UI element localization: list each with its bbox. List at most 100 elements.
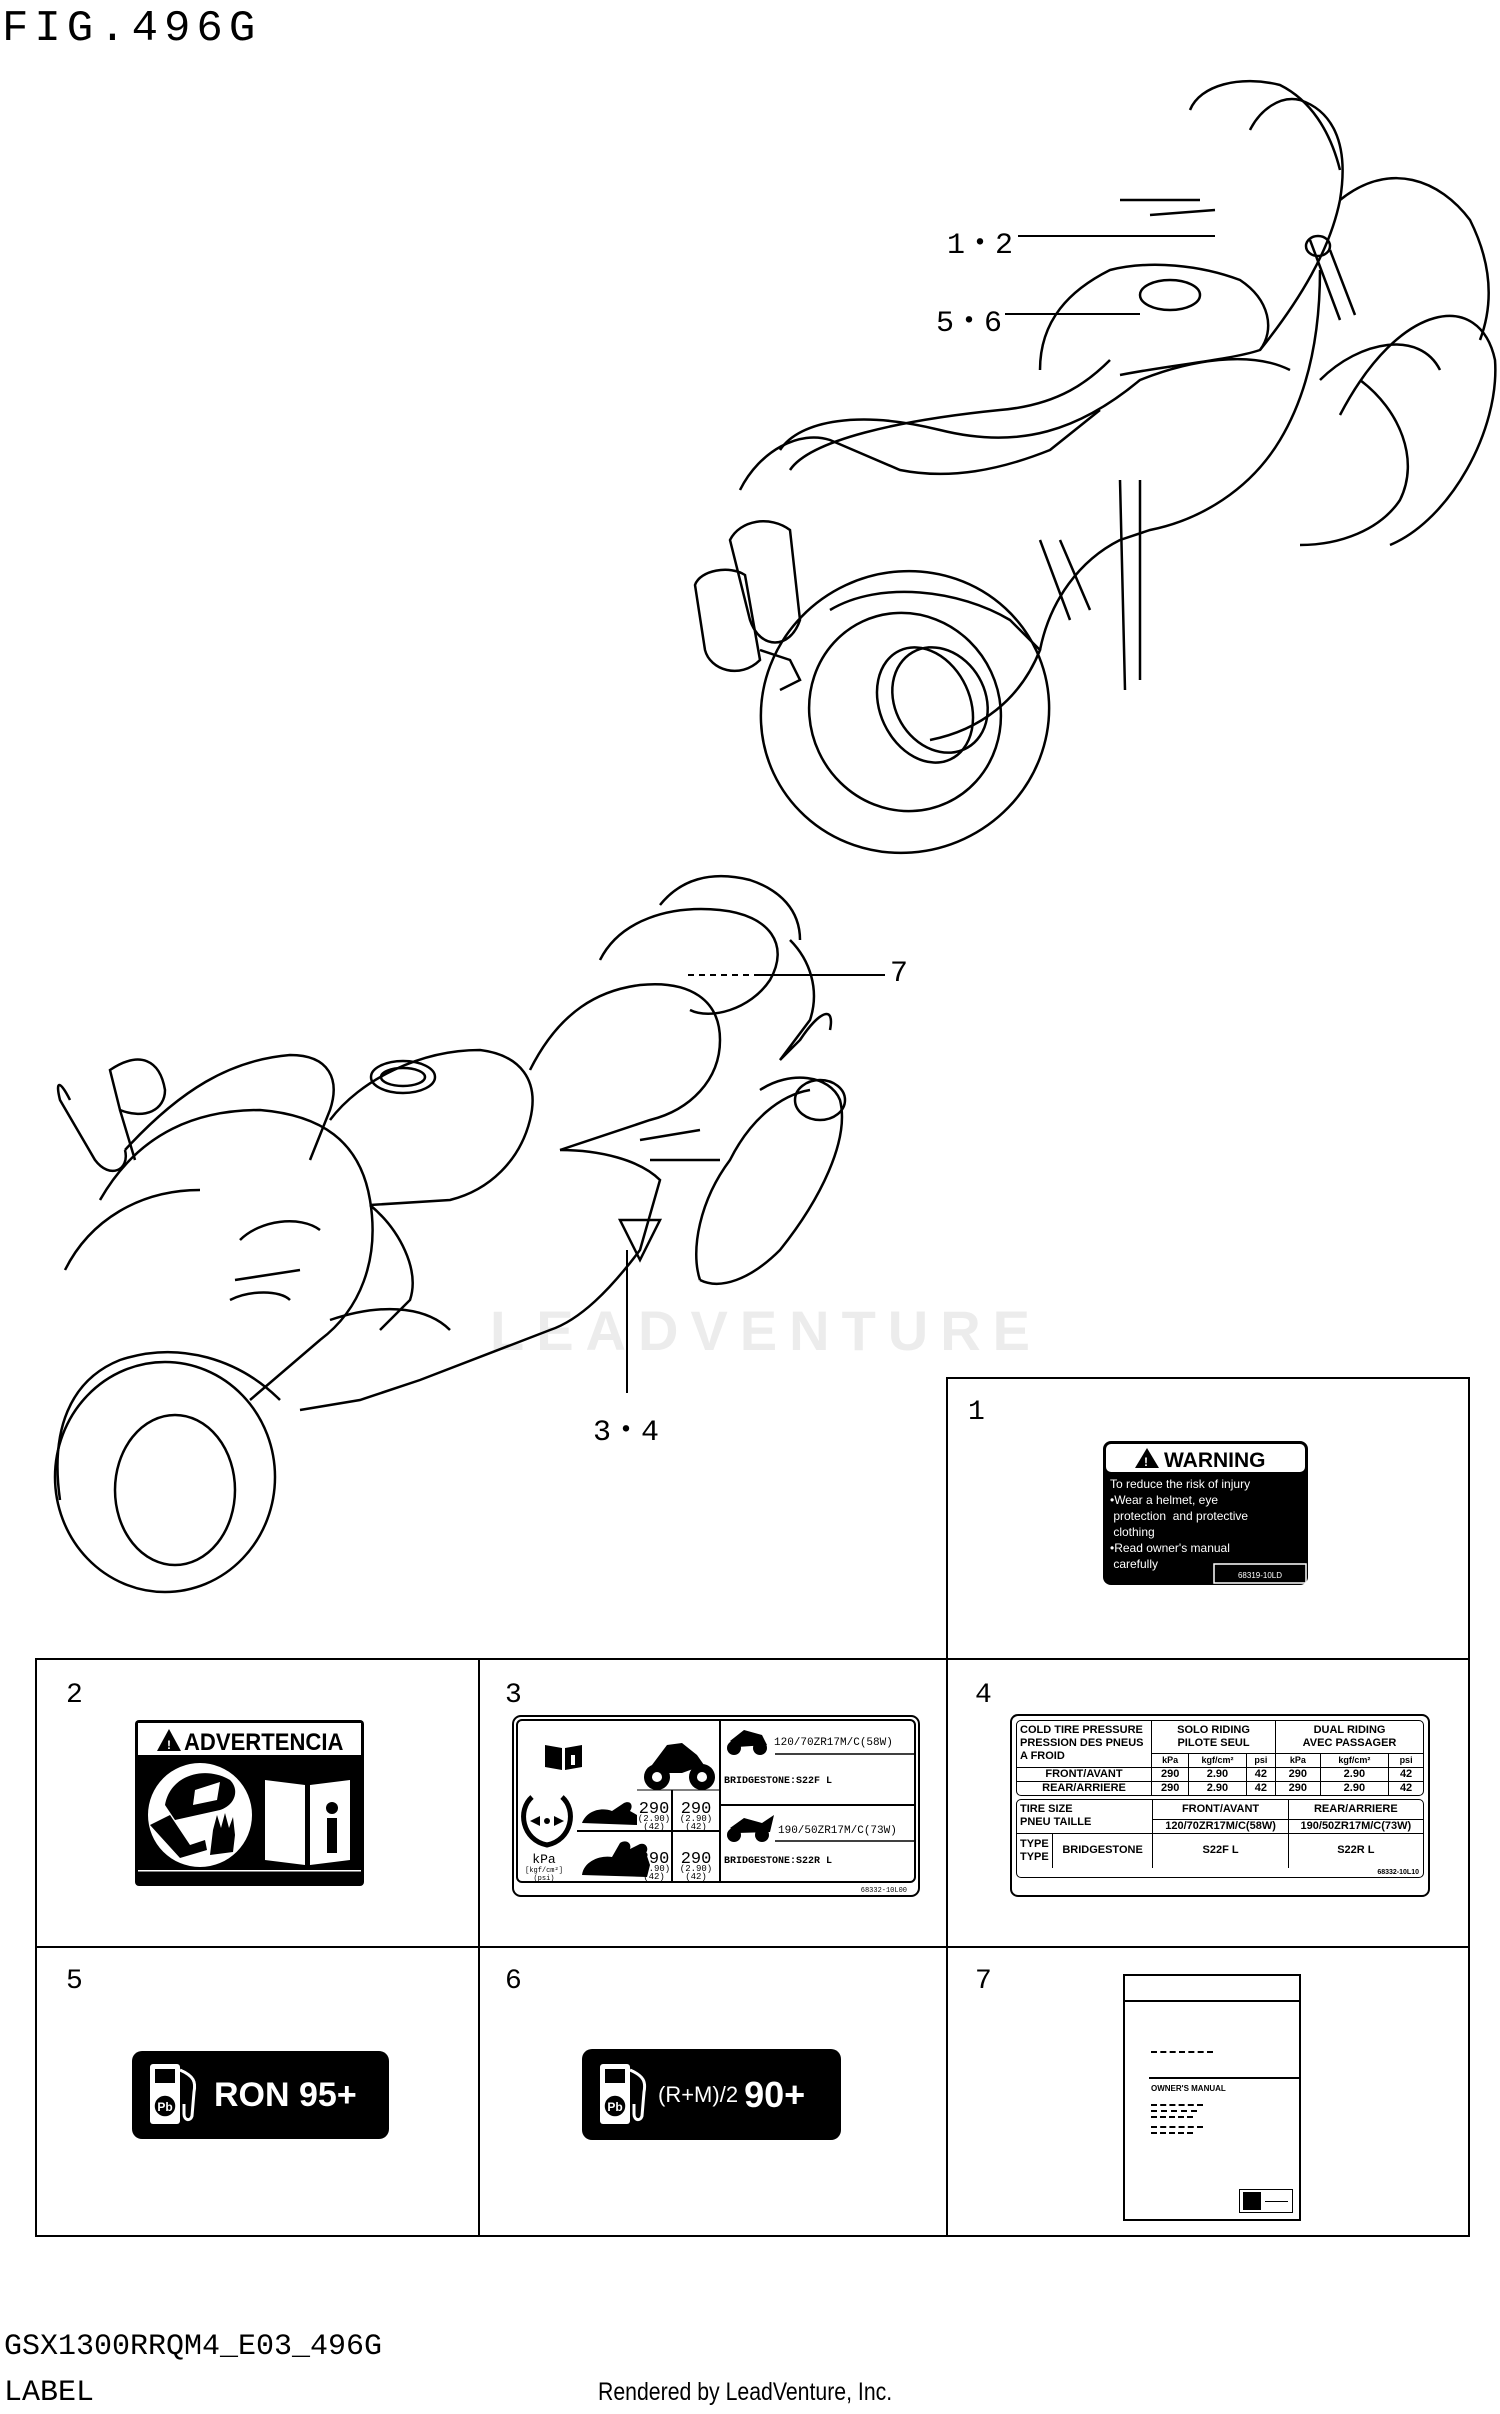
tire-label-code: 68332-10L00	[861, 1887, 907, 1895]
dual-rear-kpa: 290	[681, 1850, 712, 1869]
warning-triangle-icon	[1135, 1448, 1159, 1468]
dual-rider-icon	[582, 1841, 650, 1877]
watermark: LEADVENTURE	[490, 1299, 1043, 1362]
manual-book-icon	[545, 1745, 582, 1770]
size-label: PNEU TAILLE	[1020, 1816, 1092, 1829]
cell-number: 5	[66, 1966, 83, 1997]
value: 290	[1150, 1766, 1190, 1782]
fuel-octane-prefix: (R+M)/2	[658, 2081, 739, 2107]
solo-front-kpa: 290	[639, 1800, 670, 1819]
svg-text:Pb: Pb	[607, 2100, 622, 2114]
callout-3-4: 3・4	[593, 1416, 660, 1450]
unit-header: psi	[1245, 1752, 1277, 1768]
value: 290	[1150, 1780, 1190, 1795]
unit-header: kPa	[1150, 1752, 1190, 1768]
warning-line: protection and protective	[1110, 1509, 1248, 1523]
unit-kpa: kPa	[532, 1852, 556, 1867]
warning-label: ! WARNING To reduce the risk of injury •…	[1103, 1441, 1308, 1585]
footer-diagram-code: GSX1300RRQM4_E03_496G	[4, 2330, 383, 2364]
solo-rear-psi: (42)	[685, 1822, 707, 1832]
front-bike-icon	[727, 1730, 767, 1755]
front-heading: FRONT/AVANT	[1152, 1799, 1289, 1820]
front-tire-size: 120/70ZR17M/C(58W)	[774, 1737, 893, 1749]
value: 2.90	[1188, 1766, 1247, 1782]
owners-manual-title: OWNER'S MANUAL	[1151, 2084, 1226, 2093]
warning-triangle-icon	[157, 1729, 181, 1751]
brand: BRIDGESTONE	[1051, 1833, 1154, 1868]
unit-header: kPa	[1275, 1752, 1321, 1768]
tire-info-label: 290 (2.90) (42) 290 (2.90) (42) 290 (2.9…	[512, 1715, 920, 1897]
cell-number: 6	[505, 1966, 522, 1997]
svg-text:!: !	[167, 1738, 171, 1752]
warning-line: To reduce the risk of injury	[1110, 1477, 1250, 1491]
label-code: 68332-10L10	[1377, 1868, 1419, 1876]
dual-heading: AVEC PASSAGER	[1302, 1736, 1397, 1749]
value: 290	[1275, 1766, 1321, 1782]
motorcycle-rear-view	[693, 79, 1497, 855]
cell-number: 1	[968, 1397, 985, 1428]
solo-rear-kgf: (2.90)	[680, 1814, 712, 1824]
helmet-gloves-icon	[148, 1763, 252, 1867]
dual-front-kgf: (2.90)	[638, 1864, 670, 1874]
motorcycle-front-view	[53, 874, 847, 1594]
rear-tire-size: 190/50ZR17M/C(73W)	[778, 1825, 897, 1837]
unit-header: kgf/cm²	[1188, 1752, 1247, 1768]
read-manual-icon	[265, 1780, 350, 1865]
footer-credit: Rendered by LeadVenture, Inc.	[598, 2378, 893, 2406]
unit-psi: (psi)	[533, 1875, 554, 1883]
owners-manual-logo-box	[1239, 2189, 1293, 2213]
fuel-ron-text: RON 95+	[214, 2075, 357, 2114]
type-label: TYPE	[1020, 1850, 1049, 1863]
value: 290	[1275, 1780, 1321, 1795]
front-tire-brand: BRIDGESTONE:S22F L	[724, 1776, 832, 1787]
solo-front-kgf: (2.90)	[638, 1814, 670, 1824]
pressure-title: A FROID	[1020, 1750, 1065, 1762]
motorcycle-icon	[644, 1743, 715, 1790]
tire-pressure-icon	[521, 1795, 573, 1848]
solo-heading: PILOTE SEUL	[1177, 1736, 1250, 1749]
value: 42	[1388, 1780, 1423, 1795]
svg-text:Pb: Pb	[157, 2100, 172, 2114]
rear-size: 190/50ZR17M/C(73W)	[1287, 1819, 1423, 1834]
solo-rear-kpa: 290	[681, 1800, 712, 1819]
callout-5-6: 5・6	[936, 307, 1003, 341]
value: 2.90	[1319, 1780, 1390, 1795]
value: 2.90	[1188, 1780, 1247, 1795]
figure-title: FIG.496G	[2, 4, 262, 54]
cell-number: 3	[505, 1680, 522, 1711]
warning-line: •Wear a helmet, eye	[1110, 1493, 1218, 1507]
rear-tire-brand: BRIDGESTONE:S22R L	[724, 1856, 832, 1867]
dual-front-psi: (42)	[643, 1872, 665, 1882]
row-label: FRONT/AVANT	[1017, 1766, 1152, 1782]
callout-1-2: 1・2	[947, 229, 1014, 263]
pressure-title: COLD TIRE PRESSURE	[1020, 1724, 1143, 1736]
solo-rider-icon	[582, 1802, 637, 1825]
unit-kgf: [kgf/cm²]	[525, 1867, 563, 1875]
solo-heading: SOLO RIDING	[1177, 1723, 1250, 1736]
dual-rear-kgf: (2.90)	[680, 1864, 712, 1874]
footer-section-name: LABEL	[4, 2376, 95, 2410]
callout-7: 7	[890, 957, 909, 991]
pressure-title: PRESSION DES PNEUS	[1020, 1737, 1144, 1749]
value: 2.90	[1319, 1766, 1390, 1782]
svg-text:!: !	[1144, 1455, 1148, 1469]
fuel-octane-value: 90+	[744, 2073, 806, 2115]
warning-code: 68319-10LD	[1238, 1571, 1282, 1580]
cell-number: 7	[975, 1966, 992, 1997]
value: 42	[1245, 1780, 1277, 1795]
cold-tire-pressure-label: COLD TIRE PRESSURE PRESSION DES PNEUS A …	[1010, 1714, 1430, 1897]
owners-manual: OWNER'S MANUAL	[1123, 1974, 1301, 2221]
value: 42	[1388, 1766, 1423, 1782]
row-label: REAR/ARRIERE	[1017, 1780, 1152, 1795]
dual-rear-psi: (42)	[685, 1872, 707, 1882]
pressure-row-front: FRONT/AVANT 290 2.90 42 290 2.90 42	[1017, 1766, 1423, 1782]
size-label: TIRE SIZE	[1020, 1803, 1073, 1816]
rear-type: S22R L	[1287, 1833, 1423, 1868]
front-type: S22F L	[1152, 1833, 1289, 1868]
pressure-row-rear: REAR/ARRIERE 290 2.90 42 290 2.90 42	[1017, 1780, 1423, 1795]
dual-front-kpa: 290	[639, 1850, 670, 1869]
fuel-octane-label: Pb (R+M)/2 90+	[582, 2049, 841, 2140]
fuel-pump-unleaded-icon: Pb	[600, 2063, 647, 2124]
tire-size-table: TIRE SIZE PNEU TAILLE FRONT/AVANT REAR/A…	[1017, 1799, 1423, 1868]
advertencia-label: ! ADVERTENCIA	[135, 1720, 364, 1886]
